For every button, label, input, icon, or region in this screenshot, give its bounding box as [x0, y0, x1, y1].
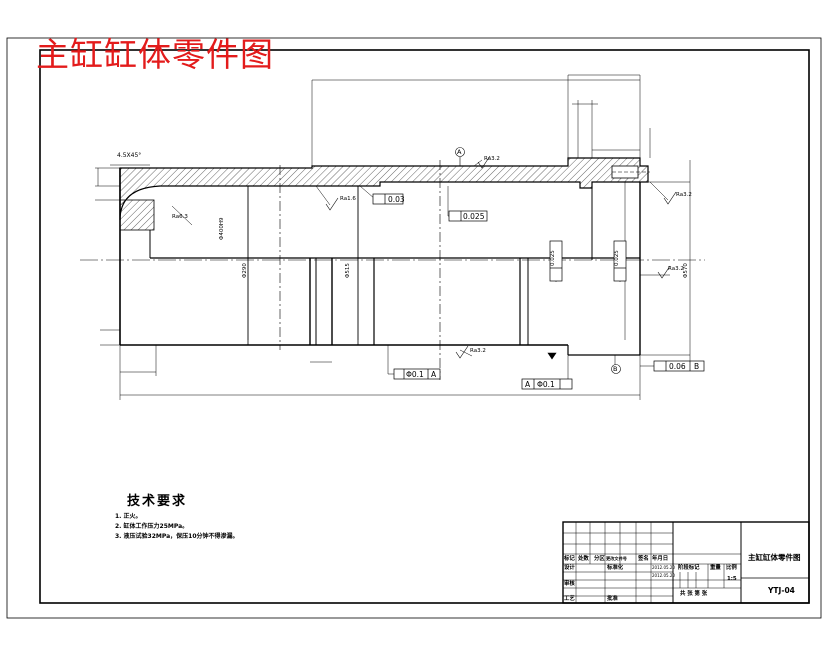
tech-item: 1. 正火。 — [115, 513, 142, 520]
perpendicular-value: 0.06 — [669, 362, 686, 371]
weight-label: 重量 — [710, 565, 721, 571]
header-cell: 标记 — [564, 556, 575, 562]
datum-b-circle-label: B — [613, 365, 618, 373]
diameter-label: Φ570 — [683, 263, 689, 278]
roughness-label: Ra3.2 — [668, 266, 684, 272]
perpendicular-datum: B — [694, 362, 700, 371]
header-cell: 分区 — [594, 556, 605, 562]
dimension-lines — [95, 74, 691, 400]
datum-a-circle-label: A — [457, 148, 462, 156]
approve-label: 批准 — [607, 596, 618, 602]
roughness-label: Ra3.2 — [676, 192, 692, 198]
title-block-part-name: 主缸缸体零件图 — [748, 553, 801, 562]
scale-label: 比例 — [726, 565, 737, 571]
roughness-label: Ra3.2 — [470, 348, 486, 354]
inner-frame — [39, 49, 810, 604]
row-label-design: 设计 — [564, 565, 575, 571]
drawing-title: 主缸缸体零件图 — [36, 35, 274, 74]
runout-value: 0.025 — [614, 250, 620, 266]
date-value: 2012.05.20 — [652, 565, 675, 570]
outer-border — [6, 37, 822, 619]
row-label-process: 工艺 — [564, 596, 575, 602]
header-cell: 更改文件号 — [606, 556, 627, 561]
runout-value: 0.025 — [550, 250, 556, 266]
standardization-label: 标准化 — [607, 565, 624, 571]
position-datum: A — [431, 370, 437, 379]
diameter-label: Φ290 — [242, 263, 248, 278]
roughness-label: Ra3.2 — [484, 156, 500, 162]
runout-value: 0.025 — [463, 212, 485, 221]
scale-value: 1:5 — [727, 576, 737, 582]
title-block-drawing-number: YTJ-04 — [768, 586, 795, 595]
position-datum: A — [525, 380, 531, 389]
title-block — [562, 521, 810, 604]
tech-item: 3. 液压试验32MPa，保压10分钟不得渗漏。 — [115, 533, 239, 540]
stage-marks-label: 阶段标记 — [678, 565, 700, 571]
datum-markers — [455, 147, 621, 374]
roughness-label: Ra6.3 — [172, 214, 188, 220]
roughness-symbols — [325, 155, 677, 359]
tolerance-frames — [372, 193, 705, 390]
position-value: Φ0.1 — [537, 380, 555, 389]
diameter-label: Φ400H9 — [219, 217, 225, 240]
tech-item: 2. 缸体工作压力25MPa。 — [115, 523, 189, 530]
header-cell: 签名 — [638, 556, 649, 562]
header-cell: 年月日 — [652, 556, 669, 562]
header-cell: 处数 — [578, 556, 589, 562]
chamfer-label: 4.5X45° — [117, 152, 142, 159]
roughness-label: Ra1.6 — [340, 196, 356, 202]
row-label-review: 审核 — [564, 581, 575, 587]
sheets-label: 共 张 第 张 — [680, 591, 708, 597]
flatness-value: 0.03 — [388, 195, 405, 204]
position-value: Φ0.1 — [406, 370, 424, 379]
date-value: 2012.05.20 — [652, 573, 675, 578]
diameter-label: Φ515 — [345, 263, 351, 278]
cylinder-section — [119, 157, 650, 231]
tech-requirements-title: 技术要求 — [127, 494, 188, 509]
